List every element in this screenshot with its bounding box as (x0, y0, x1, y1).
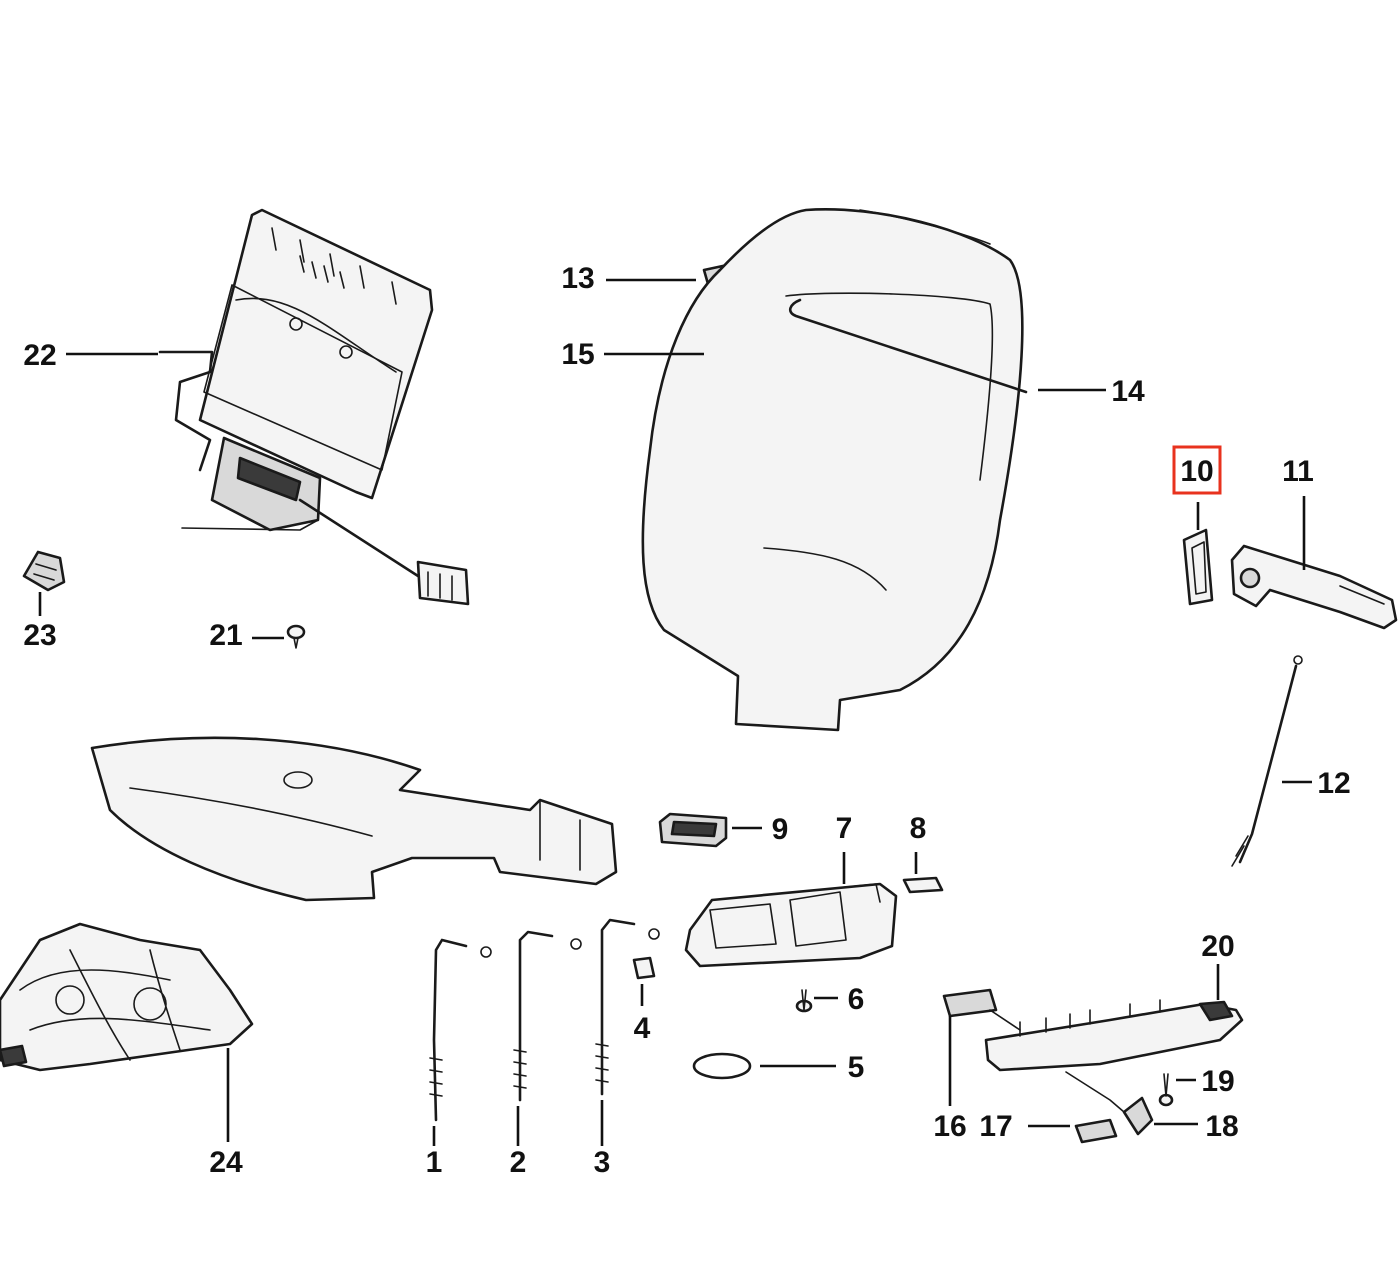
callout-14[interactable]: 14 (1111, 375, 1145, 408)
callout-7[interactable]: 7 (836, 812, 853, 845)
callout-19[interactable]: 19 (1201, 1065, 1234, 1098)
callout-6[interactable]: 6 (848, 983, 865, 1016)
part-5-ring (692, 1052, 752, 1080)
part-4-clip (632, 956, 656, 980)
part-3-cable (595, 918, 660, 1096)
callout-5[interactable]: 5 (848, 1051, 865, 1084)
part-6-screw (795, 989, 813, 1013)
callout-16[interactable]: 16 (933, 1110, 966, 1143)
callout-8[interactable]: 8 (910, 812, 927, 845)
part-seat-back-shell (641, 208, 1028, 732)
part-16-connector (942, 988, 998, 1018)
part-8-plate (902, 876, 944, 894)
part-9-switch (658, 812, 728, 848)
callout-3[interactable]: 3 (594, 1146, 611, 1179)
part-24-spring-mat (0, 922, 254, 1072)
part-1-cable (429, 938, 492, 1122)
callout-9[interactable]: 9 (772, 813, 789, 846)
part-11-release-lever (1230, 544, 1398, 630)
callout-20[interactable]: 20 (1201, 930, 1234, 963)
part-23-clip (22, 550, 66, 592)
callout-15[interactable]: 15 (561, 338, 594, 371)
callout-21[interactable]: 21 (209, 619, 242, 652)
callout-22[interactable]: 22 (23, 339, 56, 372)
part-7-side-trim (684, 882, 898, 968)
callout-23[interactable]: 23 (23, 619, 56, 652)
part-17-knob (1074, 1118, 1118, 1144)
callout-24[interactable]: 24 (209, 1146, 243, 1179)
callout-2[interactable]: 2 (510, 1146, 527, 1179)
callout-18[interactable]: 18 (1205, 1110, 1238, 1143)
part-2-cable (513, 930, 582, 1102)
part-seat-cushion-base (90, 736, 618, 902)
callout-10[interactable]: 10 (1180, 455, 1213, 488)
callout-13[interactable]: 13 (561, 262, 594, 295)
callout-1[interactable]: 1 (426, 1146, 443, 1179)
part-10-trim-cover (1182, 528, 1214, 606)
part-21-screw (286, 624, 306, 649)
callout-4[interactable]: 4 (634, 1012, 651, 1045)
callout-highlight-box (1172, 445, 1222, 495)
callout-11[interactable]: 11 (1282, 455, 1314, 488)
callout-17[interactable]: 17 (979, 1110, 1012, 1143)
part-18-knob (1122, 1096, 1154, 1136)
part-12-bowden-cable (1231, 655, 1303, 867)
part-22-backrest-panel (158, 208, 470, 606)
part-19-screw (1158, 1073, 1174, 1107)
callout-12[interactable]: 12 (1317, 767, 1350, 800)
leader-lines (38, 278, 1312, 1146)
part-20-switch-panel (984, 999, 1244, 1072)
callout-labels: 1 2 3 4 5 6 7 8 9 10 11 12 13 14 15 16 1… (23, 262, 1350, 1179)
